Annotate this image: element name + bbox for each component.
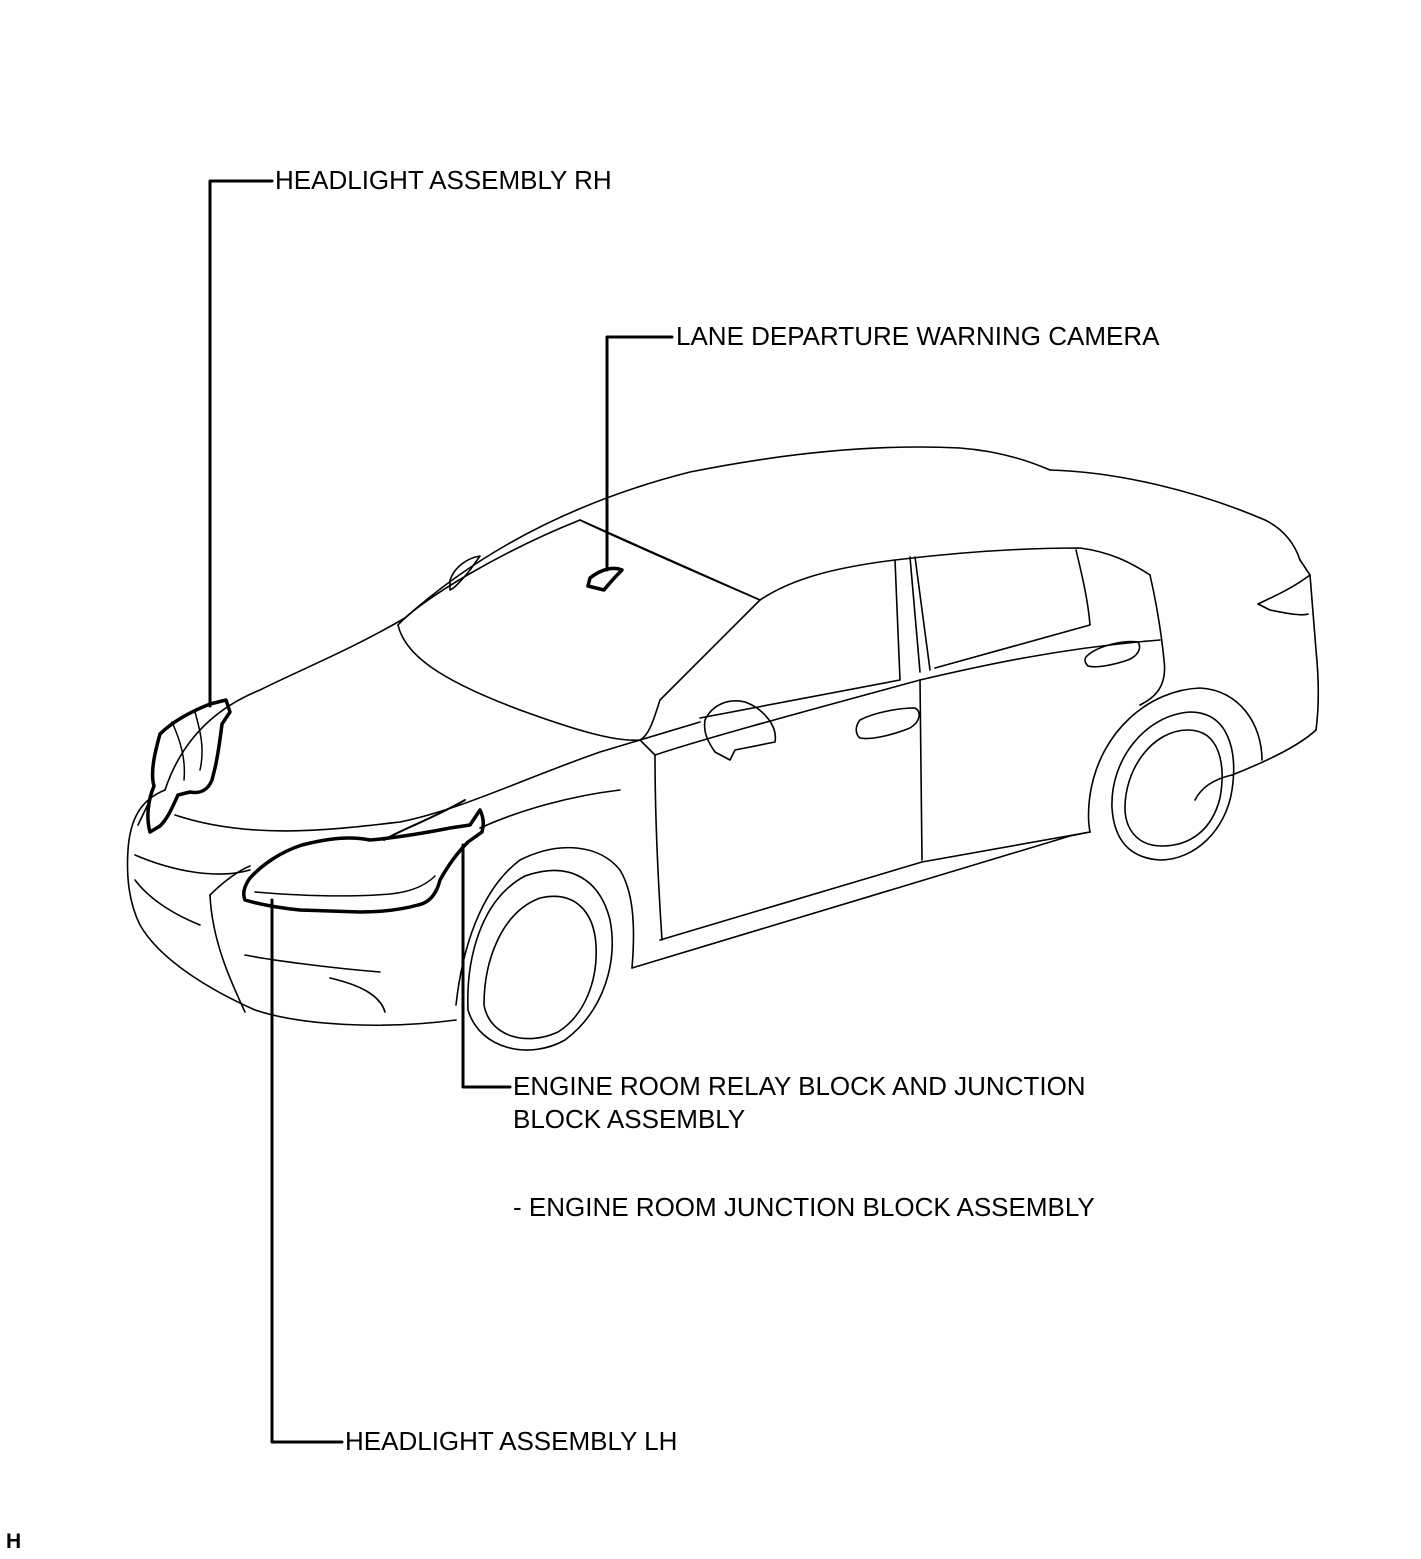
figure-code: H (6, 1530, 22, 1553)
leader-lane-camera (605, 335, 674, 572)
leader-engine-room (461, 843, 512, 1089)
engine-room-label-line1: ENGINE ROOM RELAY BLOCK AND JUNCTION (513, 1071, 1086, 1101)
engine-room-sub-label: - ENGINE ROOM JUNCTION BLOCK ASSEMBLY (513, 1192, 1095, 1222)
vehicle-outline (126, 446, 1320, 1051)
headlight-lh-shape (242, 808, 486, 914)
leader-headlight-lh (270, 898, 344, 1444)
lane-camera-shape (586, 566, 624, 592)
lane-camera-label: LANE DEPARTURE WARNING CAMERA (676, 321, 1160, 351)
headlight-rh-shape (146, 698, 232, 834)
headlight-rh-label: HEADLIGHT ASSEMBLY RH (275, 165, 612, 195)
highlighted-components (146, 179, 674, 1444)
headlight-lh-label: HEADLIGHT ASSEMBLY LH (345, 1426, 678, 1456)
leader-headlight-rh (208, 179, 274, 708)
engine-room-label-line2: BLOCK ASSEMBLY (513, 1104, 746, 1134)
